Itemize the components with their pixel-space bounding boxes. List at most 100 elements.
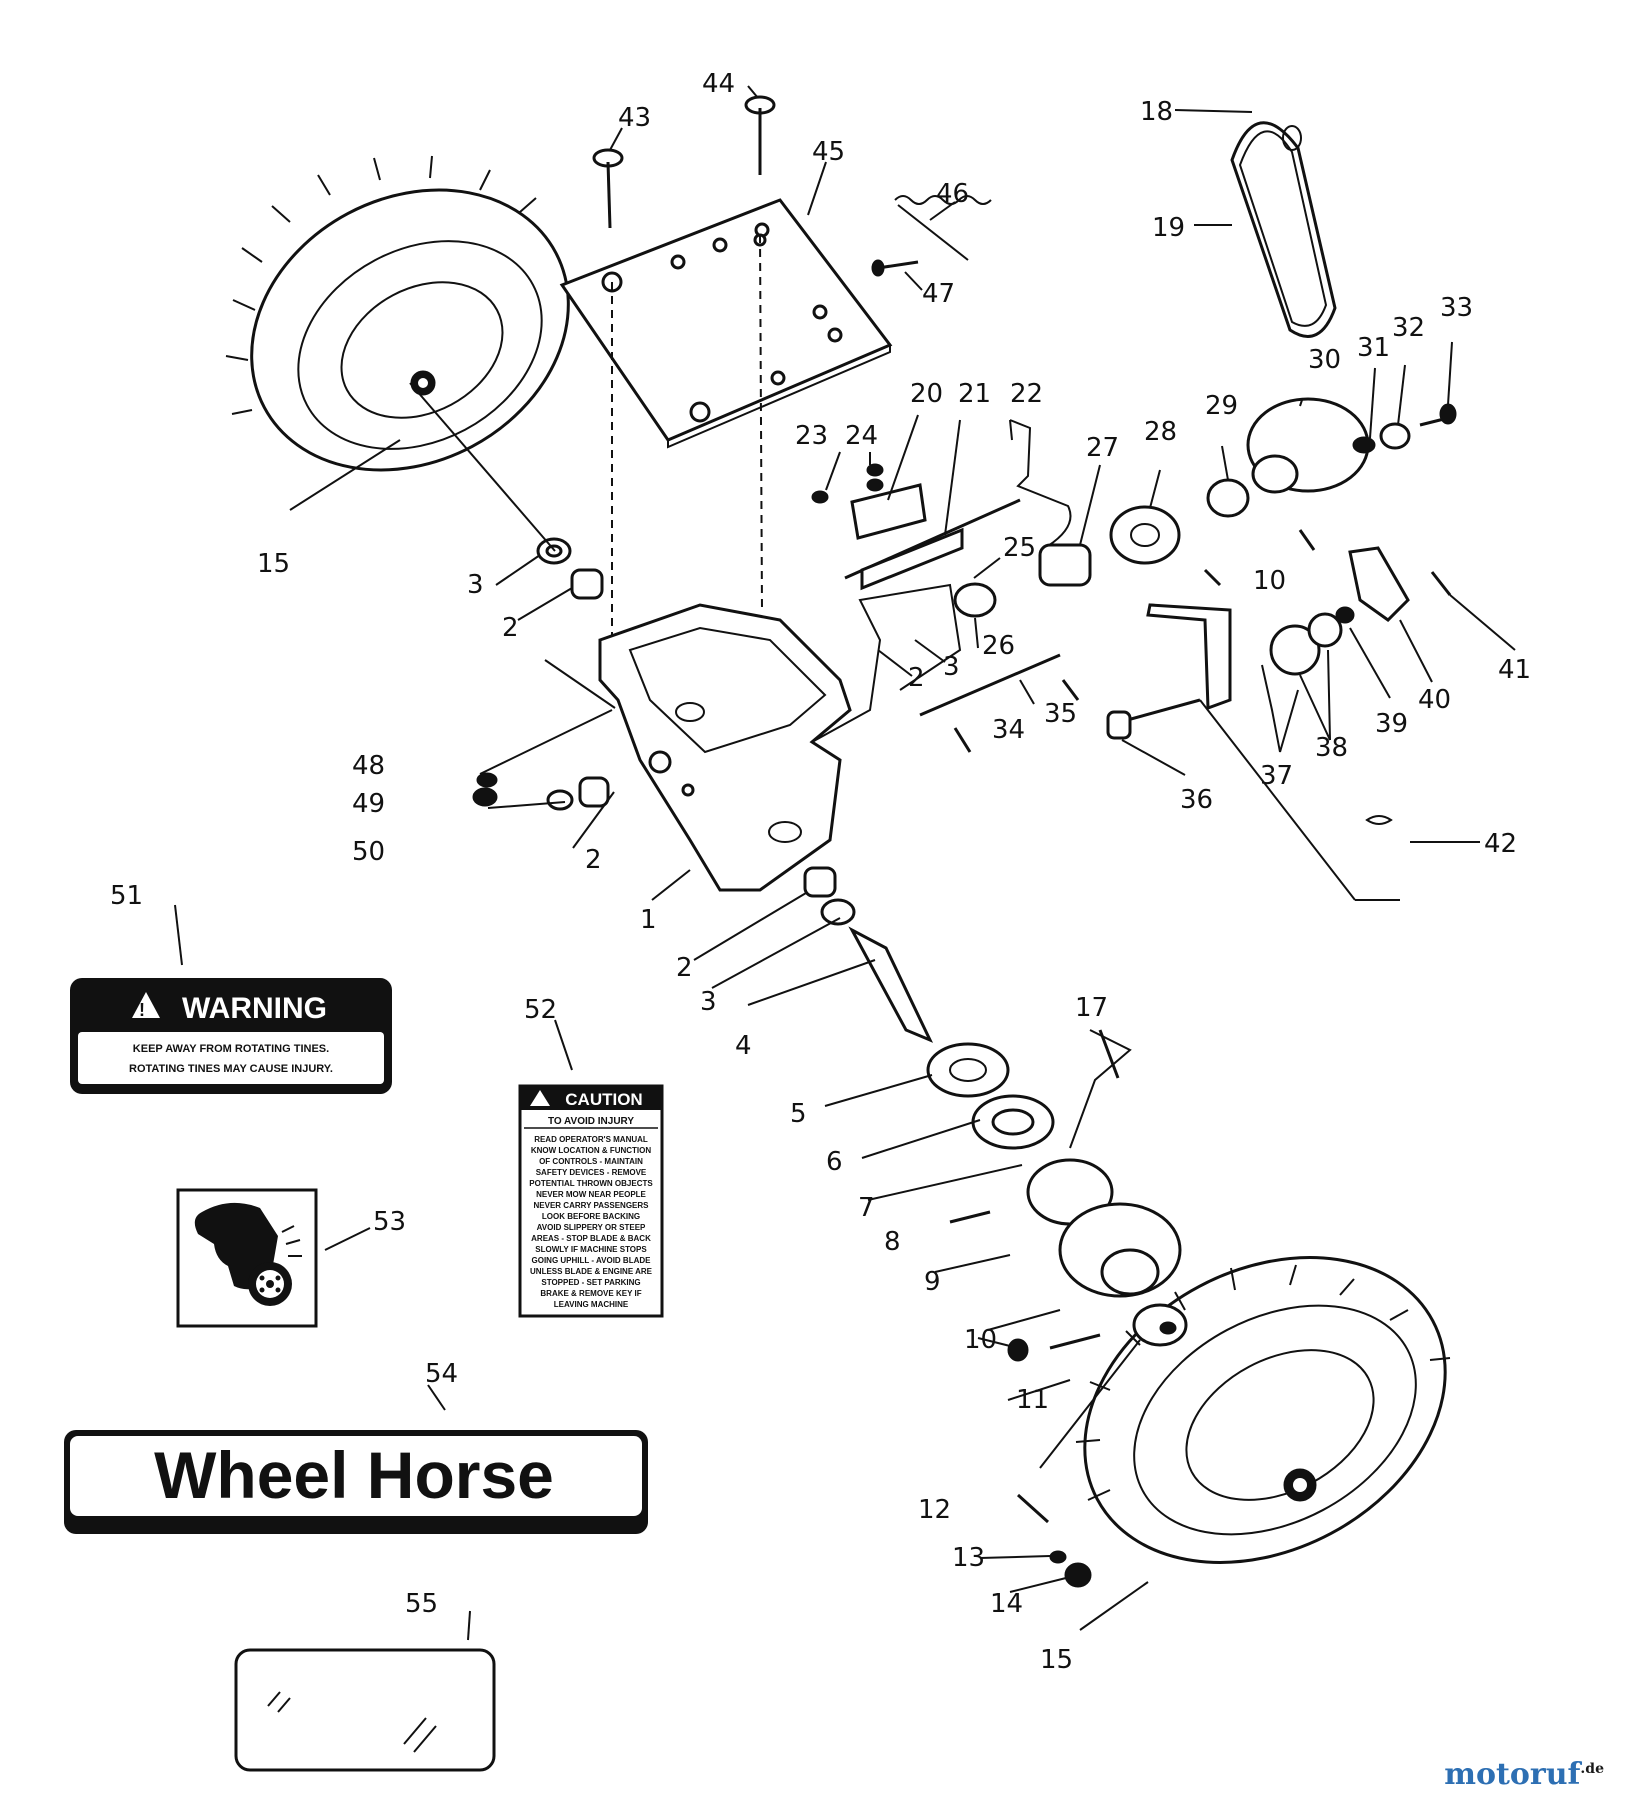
callout-22: 22 bbox=[1010, 379, 1043, 409]
idler-bracket bbox=[919, 546, 1452, 901]
wheel-upper-left bbox=[225, 155, 570, 472]
bolts-43-44 bbox=[592, 95, 776, 640]
callout-29: 29 bbox=[1205, 391, 1238, 421]
callout-2: 2 bbox=[908, 663, 925, 693]
caution-line: LOOK BEFORE BACKING bbox=[542, 1212, 640, 1221]
caution-line: NEVER CARRY PASSENGERS bbox=[534, 1201, 650, 1210]
warning-decal: ! WARNING KEEP AWAY FROM ROTATING TINES.… bbox=[70, 978, 392, 1094]
callout-7: 7 bbox=[858, 1193, 875, 1223]
callout-10: 10 bbox=[964, 1325, 997, 1355]
callout-3: 3 bbox=[943, 652, 960, 682]
caution-line: READ OPERATOR'S MANUAL bbox=[534, 1135, 648, 1144]
callout-42: 42 bbox=[1484, 829, 1517, 859]
callout-13: 13 bbox=[952, 1543, 985, 1573]
callout-4: 4 bbox=[735, 1031, 752, 1061]
caution-decal: CAUTION TO AVOID INJURY READ OPERATOR'S … bbox=[518, 1084, 664, 1318]
belt-19 bbox=[1230, 121, 1337, 338]
callout-45: 45 bbox=[812, 137, 845, 167]
callout-6: 6 bbox=[826, 1147, 843, 1177]
callout-19: 19 bbox=[1152, 213, 1185, 243]
callout-2: 2 bbox=[676, 953, 693, 983]
warning-line-2: ROTATING TINES MAY CAUSE INJURY. bbox=[129, 1063, 333, 1075]
callout-46: 46 bbox=[936, 179, 969, 209]
callout-48: 48 bbox=[352, 751, 385, 781]
callout-53: 53 bbox=[373, 1207, 406, 1237]
watermark-logo: motoruf.de bbox=[1444, 1757, 1604, 1792]
callout-35: 35 bbox=[1044, 699, 1077, 729]
caution-line: POTENTIAL THROWN OBJECTS bbox=[529, 1179, 653, 1188]
callout-26: 26 bbox=[982, 631, 1015, 661]
callout-50: 50 bbox=[352, 837, 385, 867]
callout-17: 17 bbox=[1075, 993, 1108, 1023]
caution-line: AVOID SLIPPERY OR STEEP bbox=[537, 1223, 646, 1232]
caution-line: GOING UPHILL - AVOID BLADE bbox=[532, 1256, 652, 1265]
callout-44: 44 bbox=[702, 69, 735, 99]
callout-15: 15 bbox=[257, 549, 290, 579]
warning-line-1: KEEP AWAY FROM ROTATING TINES. bbox=[133, 1043, 329, 1055]
brand-decal: Wheel Horse bbox=[64, 1430, 648, 1534]
callout-9: 9 bbox=[924, 1267, 941, 1297]
callout-3: 3 bbox=[467, 570, 484, 600]
callout-47: 47 bbox=[922, 279, 955, 309]
horse-logo-decal bbox=[176, 1188, 318, 1328]
callout-30: 30 bbox=[1308, 345, 1341, 375]
callout-25: 25 bbox=[1003, 533, 1036, 563]
callout-10: 10 bbox=[1253, 566, 1286, 596]
callout-34: 34 bbox=[992, 715, 1025, 745]
caution-line: LEAVING MACHINE bbox=[554, 1300, 629, 1309]
shaft-upper-right bbox=[811, 397, 1457, 618]
callout-12: 12 bbox=[918, 1495, 951, 1525]
callout-1: 1 bbox=[640, 905, 657, 935]
caution-line: UNLESS BLADE & ENGINE ARE bbox=[530, 1267, 653, 1276]
callout-31: 31 bbox=[1357, 333, 1390, 363]
callout-labels: 1 2 2 2 2 3 3 3 4 5 6 7 8 9 10 10 10 11 … bbox=[110, 69, 1531, 1675]
callout-54: 54 bbox=[425, 1359, 458, 1389]
leader-lines bbox=[174, 85, 1516, 1641]
callout-8: 8 bbox=[884, 1227, 901, 1257]
callout-39: 39 bbox=[1375, 709, 1408, 739]
callout-18: 18 bbox=[1140, 97, 1173, 127]
caution-line: KNOW LOCATION & FUNCTION bbox=[531, 1146, 652, 1155]
caution-subheading: TO AVOID INJURY bbox=[548, 1116, 634, 1127]
callout-49: 49 bbox=[352, 789, 385, 819]
brand-name: Wheel Horse bbox=[154, 1438, 554, 1512]
caution-line: STOPPED - SET PARKING bbox=[541, 1278, 640, 1287]
callout-28: 28 bbox=[1144, 417, 1177, 447]
caution-line: OF CONTROLS - MAINTAIN bbox=[539, 1157, 643, 1166]
spring-46 bbox=[871, 195, 992, 277]
callout-33: 33 bbox=[1440, 293, 1473, 323]
callout-37: 37 bbox=[1260, 761, 1293, 791]
callout-55: 55 bbox=[405, 1589, 438, 1619]
caution-line: BRAKE & REMOVE KEY IF bbox=[540, 1289, 641, 1298]
callout-32: 32 bbox=[1392, 313, 1425, 343]
callout-15: 15 bbox=[1040, 1645, 1073, 1675]
callout-23: 23 bbox=[795, 421, 828, 451]
callout-52: 52 bbox=[524, 995, 557, 1025]
caution-line: SAFETY DEVICES - REMOVE bbox=[536, 1168, 647, 1177]
pins bbox=[953, 529, 1316, 1588]
drive-column bbox=[803, 866, 1188, 1350]
callout-36: 36 bbox=[1180, 785, 1213, 815]
caution-line: NEVER MOW NEAR PEOPLE bbox=[536, 1190, 646, 1199]
callout-51: 51 bbox=[110, 881, 143, 911]
callout-11: 11 bbox=[1016, 1385, 1049, 1415]
callout-2: 2 bbox=[585, 845, 602, 875]
lens-panel-55 bbox=[234, 1648, 496, 1772]
svg-text:!: ! bbox=[139, 1000, 145, 1020]
caution-line: SLOWLY IF MACHINE STOPS bbox=[535, 1245, 647, 1254]
callout-24: 24 bbox=[845, 421, 878, 451]
callout-2: 2 bbox=[502, 613, 519, 643]
callout-41: 41 bbox=[1498, 655, 1531, 685]
callout-20: 20 bbox=[910, 379, 943, 409]
warning-heading: WARNING bbox=[182, 992, 327, 1025]
caution-line: AREAS - STOP BLADE & BACK bbox=[531, 1234, 651, 1243]
callout-3: 3 bbox=[700, 987, 717, 1017]
callout-43: 43 bbox=[618, 103, 651, 133]
callout-21: 21 bbox=[958, 379, 991, 409]
callout-14: 14 bbox=[990, 1589, 1023, 1619]
callout-40: 40 bbox=[1418, 685, 1451, 715]
callout-27: 27 bbox=[1086, 433, 1119, 463]
callout-5: 5 bbox=[790, 1099, 807, 1129]
transmission-housing bbox=[598, 583, 962, 892]
